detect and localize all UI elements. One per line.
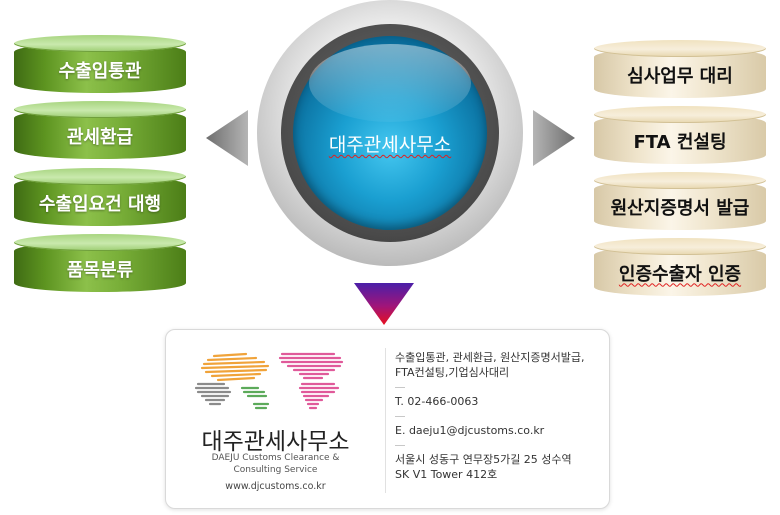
service-label: 심사업무 대리 xyxy=(627,65,733,87)
down-arrow-icon xyxy=(354,283,414,325)
company-website: www.djcustoms.co.kr xyxy=(225,481,326,492)
service-cylinder-fta-consulting: FTA 컨설팅 xyxy=(594,106,766,164)
left-arrow-icon xyxy=(206,110,248,166)
service-cylinder-classification: 품목분류 xyxy=(14,234,186,292)
separator xyxy=(395,445,405,446)
hub-label: 대주관세사무소 xyxy=(328,134,452,156)
services-line: FTA컨설팅,기업심사대리 xyxy=(395,366,510,379)
service-cylinder-requirements-agency: 수출입요건 대행 xyxy=(14,168,186,226)
email-address: E. daeju1@djcustoms.co.kr xyxy=(395,424,545,437)
world-map-logo xyxy=(194,352,344,410)
service-label: 관세환급 xyxy=(66,126,134,148)
service-label: 수출입통관 xyxy=(58,60,142,82)
services-line: 수출입통관, 관세환급, 원산지증명서발급, xyxy=(395,351,585,364)
service-cylinder-origin-certificate: 원산지증명서 발급 xyxy=(594,172,766,230)
address-line: 서울시 성동구 연무장5가길 25 성수역 xyxy=(395,453,572,466)
hub-blue-disc xyxy=(293,36,487,230)
company-subtitle-line: Consulting Service xyxy=(233,465,318,475)
separator xyxy=(395,387,405,388)
phone-number: T. 02-466-0063 xyxy=(395,395,479,408)
contact-info: 수출입통관, 관세환급, 원산지증명서발급, FTA컨설팅,기업심사대리 T. … xyxy=(395,350,600,482)
address-line: SK V1 Tower 412호 xyxy=(395,468,498,481)
right-arrow-icon xyxy=(533,110,575,166)
service-label: 수출입요건 대행 xyxy=(38,193,162,215)
service-cylinder-duty-refund: 관세환급 xyxy=(14,101,186,159)
service-cylinder-approved-exporter: 인증수출자 인증 xyxy=(594,238,766,296)
company-subtitle-line: DAEJU Customs Clearance & xyxy=(211,453,340,463)
company-name: 대주관세사무소 xyxy=(201,429,350,455)
hub-gloss xyxy=(309,44,471,122)
service-cylinder-audit-agency: 심사업무 대리 xyxy=(594,40,766,98)
separator xyxy=(395,416,405,417)
service-label: 인증수출자 인증 xyxy=(618,263,742,285)
business-card: 대주관세사무소 DAEJU Customs Clearance & Consul… xyxy=(165,329,610,509)
service-label: 품목분류 xyxy=(66,259,134,281)
service-label: FTA 컨설팅 xyxy=(633,131,727,153)
card-divider xyxy=(385,348,386,493)
service-label: 원산지증명서 발급 xyxy=(610,197,750,219)
service-cylinder-customs-clearance: 수출입통관 xyxy=(14,35,186,93)
company-subtitle: DAEJU Customs Clearance & Consulting Ser… xyxy=(166,452,385,476)
